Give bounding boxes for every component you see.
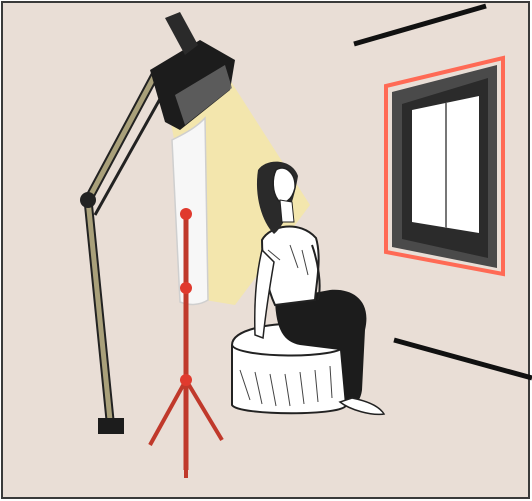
lamp-clamp	[98, 418, 124, 434]
stand-joint-middle	[180, 282, 192, 294]
stand-joint-base	[180, 374, 192, 386]
stand-joint-top	[180, 208, 192, 220]
lamp-joint	[80, 192, 96, 208]
wall-window	[386, 58, 503, 274]
